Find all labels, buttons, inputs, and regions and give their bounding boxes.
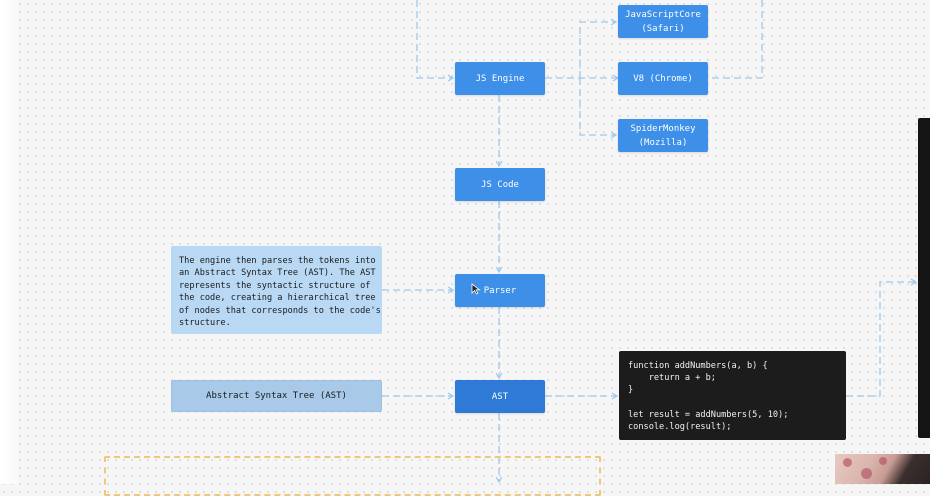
code-snippet-box: function addNumbers(a, b) { return a + b… bbox=[619, 351, 846, 440]
node-spidermonkey: SpiderMonkey (Mozilla) bbox=[618, 119, 708, 152]
node-javascriptcore-line1: JavaScriptCore bbox=[625, 9, 701, 20]
node-spidermonkey-line1: SpiderMonkey bbox=[630, 123, 696, 134]
node-v8-label: V8 (Chrome) bbox=[633, 73, 693, 84]
node-javascriptcore-line2: (Safari) bbox=[641, 23, 685, 34]
right-dark-panel bbox=[918, 118, 930, 438]
webcam-overlay bbox=[835, 454, 930, 484]
webcam-pattern-dot bbox=[879, 457, 887, 465]
ast-description-label: Abstract Syntax Tree (AST) bbox=[206, 391, 347, 401]
left-edge-shade bbox=[0, 0, 18, 484]
webcam-pattern-dot bbox=[843, 458, 852, 467]
node-parser-label: Parser bbox=[483, 285, 517, 296]
node-js-code: JS Code bbox=[455, 168, 545, 201]
connector-lines bbox=[382, 0, 918, 484]
mouse-pointer-icon bbox=[471, 283, 481, 295]
ast-description-box: Abstract Syntax Tree (AST) bbox=[171, 380, 382, 412]
node-spidermonkey-line2: (Mozilla) bbox=[638, 137, 688, 148]
dashed-highlight-box bbox=[104, 456, 601, 496]
node-ast-label: AST bbox=[491, 391, 509, 402]
node-javascriptcore: JavaScriptCore (Safari) bbox=[618, 5, 708, 38]
node-v8: V8 (Chrome) bbox=[618, 62, 708, 95]
node-js-engine-label: JS Engine bbox=[475, 73, 525, 84]
node-js-engine: JS Engine bbox=[455, 62, 545, 95]
node-ast: AST bbox=[455, 380, 545, 413]
parser-explanation-note: The engine then parses the tokens into a… bbox=[171, 246, 382, 334]
node-parser: Parser bbox=[455, 274, 545, 307]
node-js-code-label: JS Code bbox=[481, 179, 519, 190]
webcam-pattern-dot bbox=[861, 468, 872, 479]
